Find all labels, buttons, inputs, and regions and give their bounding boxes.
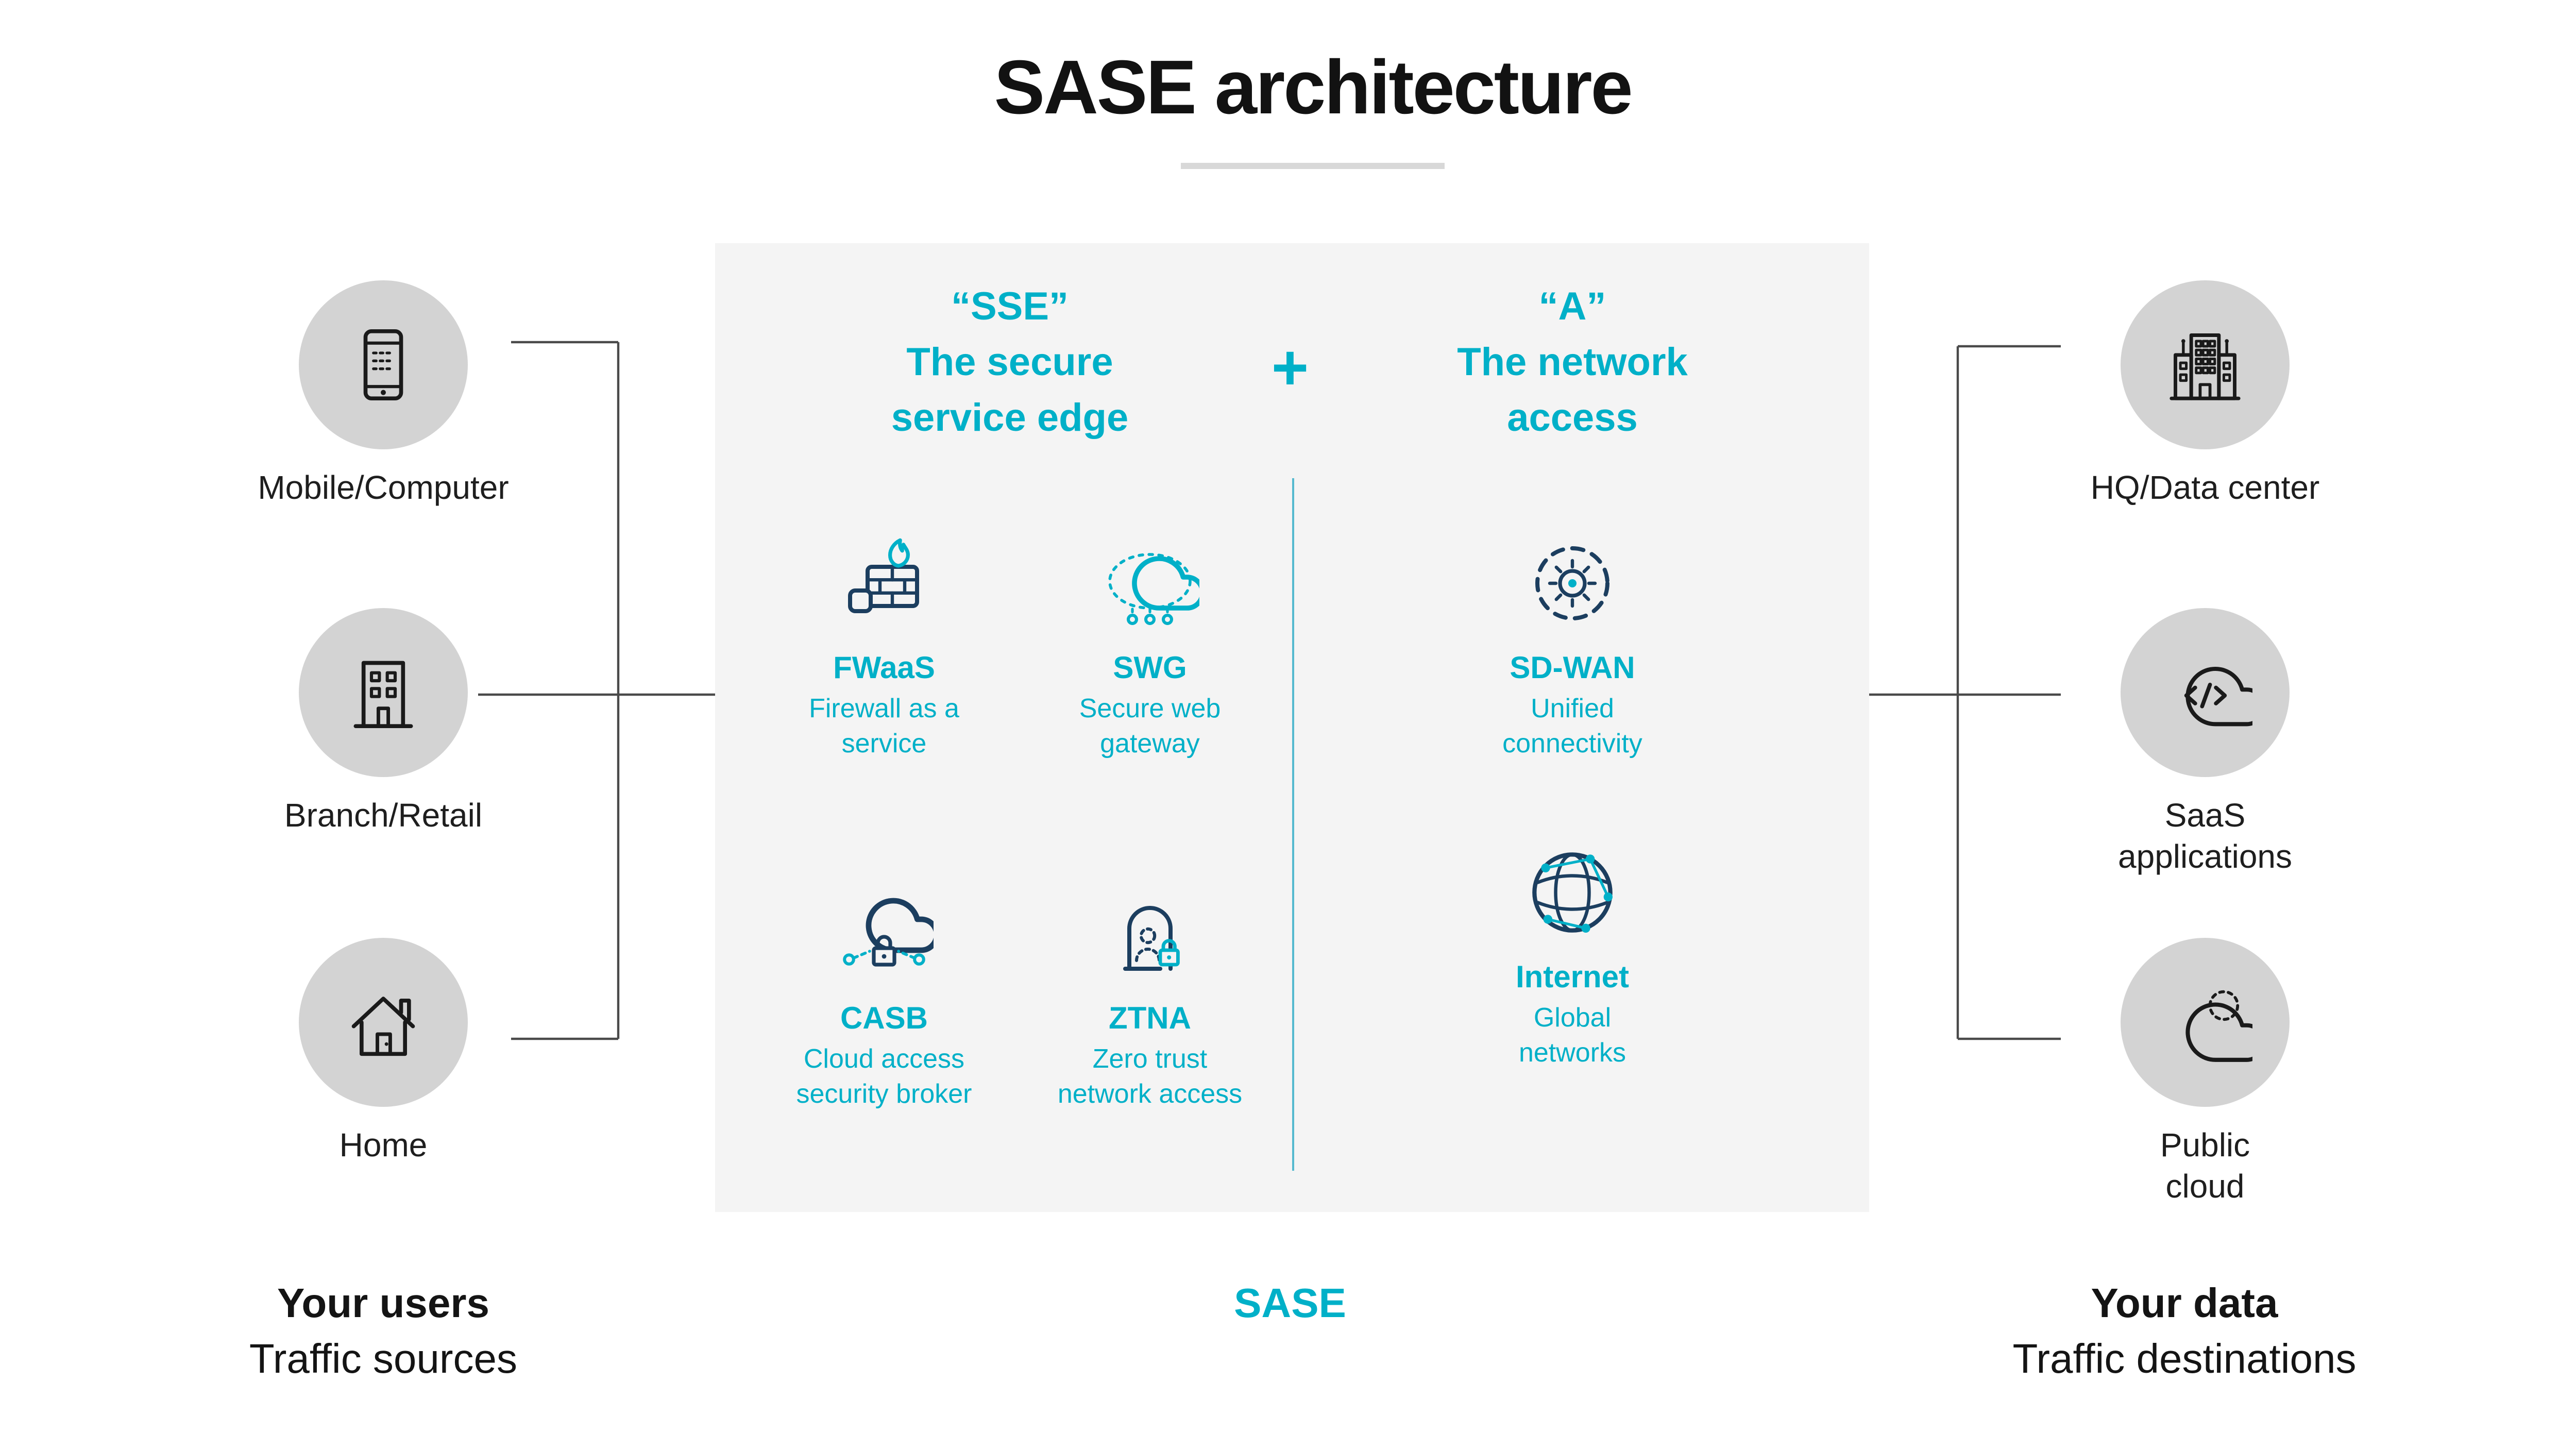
hq-data-center-icon xyxy=(2158,317,2252,412)
service-item-sdwan: SD-WAN Unified connectivity xyxy=(1428,524,1717,761)
a-title-line: The network xyxy=(1457,342,1688,385)
source-node-home: Home xyxy=(218,938,548,1169)
firewall-icon xyxy=(740,524,1028,643)
node-label: Public cloud xyxy=(2160,1130,2250,1206)
caption-bold: Your data xyxy=(2091,1282,2278,1327)
caption-sub: Traffic destinations xyxy=(2012,1338,2357,1383)
secure-web-gateway-icon xyxy=(1006,524,1294,643)
sse-header: “SSE” The secure service edge xyxy=(855,280,1164,447)
source-node-branch: Branch/Retail xyxy=(218,608,548,839)
panel-divider xyxy=(1292,478,1295,1171)
node-circle xyxy=(2121,280,2290,449)
service-item-ztna: ZTNA Zero trust network access xyxy=(1006,874,1294,1111)
source-node-mobile: Mobile/Computer xyxy=(218,280,548,511)
sse-title-line: service edge xyxy=(891,398,1129,441)
service-desc: Secure web gateway xyxy=(1079,693,1221,759)
service-name: Internet xyxy=(1515,961,1629,996)
service-item-internet: Internet Global networks xyxy=(1428,833,1717,1070)
page-title: SASE architecture xyxy=(994,45,1633,130)
cloud-access-broker-icon xyxy=(740,874,1028,993)
sd-wan-icon xyxy=(1428,524,1717,643)
service-desc: Unified connectivity xyxy=(1502,693,1642,759)
a-title-line: access xyxy=(1507,398,1638,441)
home-icon xyxy=(336,975,431,1070)
service-item-swg: SWG Secure web gateway xyxy=(1006,524,1294,761)
saas-applications-icon xyxy=(2158,645,2252,740)
node-label: Home xyxy=(339,1130,428,1165)
node-circle xyxy=(299,938,468,1107)
zero-trust-icon xyxy=(1006,874,1294,993)
node-label: Mobile/Computer xyxy=(258,472,509,507)
service-item-casb: CASB Cloud access security broker xyxy=(740,874,1028,1111)
network-access-header: “A” The network access xyxy=(1418,280,1727,447)
plus-sign: + xyxy=(1271,332,1309,404)
mobile-icon xyxy=(336,317,431,412)
destination-node-public-cloud: Public cloud xyxy=(2040,938,2370,1210)
node-circle xyxy=(299,608,468,777)
service-desc: Zero trust network access xyxy=(1057,1043,1243,1109)
destination-node-hq: HQ/Data center xyxy=(2040,280,2370,511)
service-name: SD-WAN xyxy=(1510,651,1635,686)
node-circle xyxy=(2121,938,2290,1107)
service-name: ZTNA xyxy=(1109,1002,1191,1037)
sse-title-line: The secure xyxy=(906,342,1113,385)
caption-your-data: Your data Traffic destinations xyxy=(1896,1278,2473,1389)
node-circle xyxy=(2121,608,2290,777)
node-label: SaaS applications xyxy=(2118,800,2292,876)
destination-node-saas: SaaS applications xyxy=(2040,608,2370,880)
title-underline xyxy=(1181,163,1445,169)
public-cloud-icon xyxy=(2158,975,2252,1070)
service-name: SWG xyxy=(1113,651,1187,686)
caption-sub: Traffic sources xyxy=(249,1338,518,1383)
service-name: FWaaS xyxy=(833,651,935,686)
service-desc: Cloud access security broker xyxy=(796,1043,972,1109)
caption-your-users: Your users Traffic sources xyxy=(136,1278,631,1389)
a-acronym: “A” xyxy=(1538,287,1606,330)
internet-globe-icon xyxy=(1428,833,1717,952)
branch-building-icon xyxy=(336,645,431,740)
service-desc: Global networks xyxy=(1518,1002,1626,1068)
node-label: HQ/Data center xyxy=(2090,472,2320,507)
service-desc: Firewall as a service xyxy=(809,693,959,759)
caption-sase: SASE xyxy=(1234,1282,1346,1327)
node-circle xyxy=(299,280,468,449)
service-item-fwaas: FWaaS Firewall as a service xyxy=(740,524,1028,761)
node-label: Branch/Retail xyxy=(284,800,483,835)
service-name: CASB xyxy=(840,1002,928,1037)
sse-acronym: “SSE” xyxy=(951,287,1069,330)
caption-bold: Your users xyxy=(277,1282,489,1327)
